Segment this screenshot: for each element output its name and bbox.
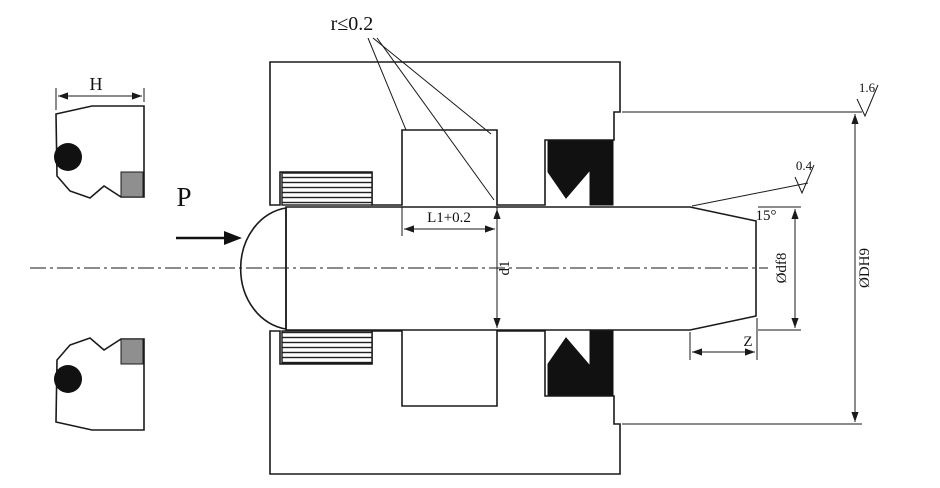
dimension-d1: d1 xyxy=(493,209,513,328)
rod-seal-top xyxy=(547,140,614,206)
seal-width-label: H xyxy=(90,74,103,94)
backup-ring-bottom xyxy=(120,338,144,365)
pressure-label: P xyxy=(176,182,191,212)
rod-body xyxy=(285,206,757,331)
chamfer-angle-label: 15° xyxy=(756,208,777,224)
roughness-chamfer-label: 0.4 xyxy=(796,158,813,173)
housing-upper-block xyxy=(269,61,621,206)
chamfer-angle-callout: 15° xyxy=(691,182,809,224)
seal-body-upper xyxy=(55,105,145,199)
o-ring-bottom xyxy=(54,365,82,393)
roughness-bore-symbol: 1.6 xyxy=(856,80,879,118)
backup-ring-top xyxy=(120,171,144,198)
roughness-chamfer-symbol: 0.4 xyxy=(794,158,815,195)
groove-inner-dia-label: d1 xyxy=(497,261,513,276)
rod-seal-bottom xyxy=(547,330,614,396)
chamfer-length-label: Z xyxy=(743,334,752,350)
radius-callout: r≤0.2 xyxy=(331,13,495,201)
guide-bushing-top xyxy=(281,172,373,206)
piston-rod xyxy=(239,206,757,331)
housing-section xyxy=(269,61,621,475)
pressure-arrow-head xyxy=(224,231,242,245)
dimension-H: H xyxy=(55,74,145,110)
guide-bushing-bottom xyxy=(281,330,373,364)
dimension-bore-dia: ØDH9 xyxy=(622,111,873,425)
housing-lower-block xyxy=(269,330,621,475)
bore-dia-label: ØDH9 xyxy=(857,248,873,288)
radius-note-label: r≤0.2 xyxy=(331,13,374,35)
dimension-rod-dia: Ødf8 xyxy=(758,206,801,331)
roughness-bore-label: 1.6 xyxy=(859,80,876,95)
dimension-groove-length: L1+0.2 xyxy=(401,207,498,236)
pressure-indicator: P xyxy=(176,182,242,245)
rod-dia-label: Ødf8 xyxy=(774,253,790,284)
seal-cross-section-view xyxy=(54,105,145,431)
dimension-chamfer-length: Z xyxy=(689,318,758,360)
roughness-check-icon xyxy=(856,84,879,118)
o-ring-top xyxy=(54,143,82,171)
groove-length-label: L1+0.2 xyxy=(427,210,471,226)
seal-body-lower xyxy=(55,337,145,431)
roughness-check-icon xyxy=(794,164,815,195)
rod-end-break xyxy=(239,207,287,330)
